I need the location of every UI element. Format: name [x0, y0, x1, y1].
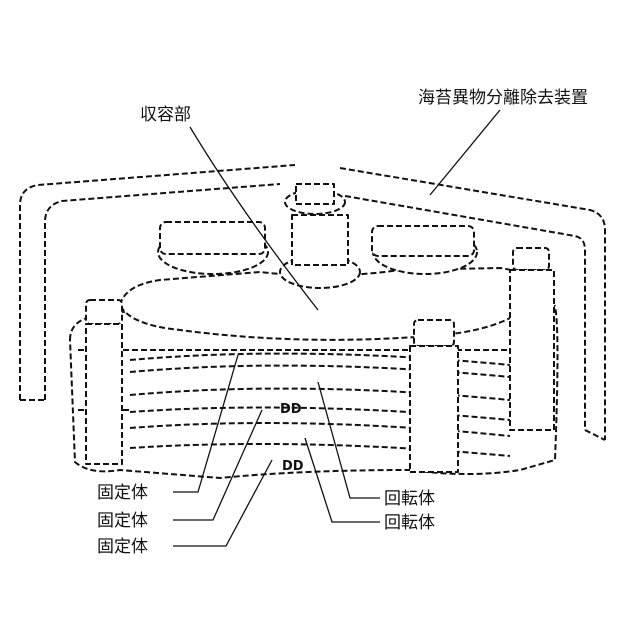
mark-lower: DD: [282, 459, 304, 474]
center-shaft: [292, 215, 348, 265]
label-fixed-3: 固定体: [97, 537, 148, 557]
post-front-left: [86, 324, 122, 464]
label-fixed-1: 固定体: [97, 483, 148, 503]
label-fixed-2: 固定体: [97, 511, 148, 531]
bolt-front-left: [86, 300, 122, 324]
label-rotor-2: 回転体: [384, 513, 435, 533]
shaft-nut: [296, 184, 334, 204]
label-device: 海苔異物分離除去装置: [418, 88, 588, 108]
right-bearing-nut: [372, 226, 474, 256]
label-housing: 収容部: [140, 105, 191, 125]
left-bearing-nut: [160, 222, 265, 254]
mark-upper: DD: [280, 402, 302, 417]
post-rear-right: [510, 270, 554, 430]
post-front-right: [410, 346, 458, 472]
housing: [120, 184, 540, 340]
leader-device: [430, 110, 500, 195]
label-rotor-1: 回転体: [384, 489, 435, 509]
bolt-front-right: [414, 320, 454, 346]
bolt-rear-right: [513, 248, 549, 270]
